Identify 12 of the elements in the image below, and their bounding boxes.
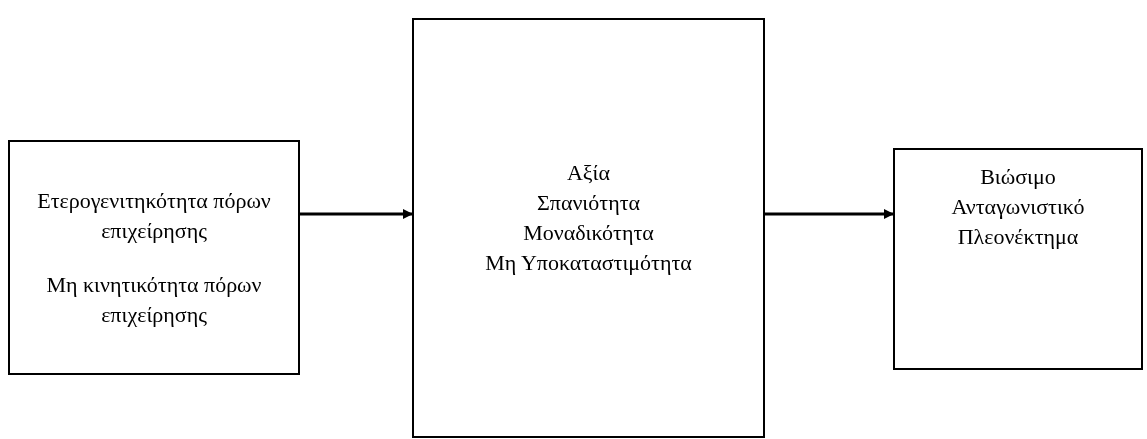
arrow: [300, 209, 413, 219]
box-text: Σπανιότητα: [537, 189, 640, 217]
process-box: [412, 18, 765, 438]
box-text: Μοναδικότητα: [523, 219, 654, 247]
box-text: Βιώσιμο Ανταγωνιστικό Πλεονέκτημα: [950, 163, 1086, 251]
box-text: Μη Υποκαταστιμότητα: [485, 249, 692, 277]
box-text: Ετερογενιτηκότητα πόρων επιχείρησης: [36, 186, 272, 245]
box-text: Μη κινητικότητα πόρων επιχείρησης: [45, 270, 263, 329]
process-box: [8, 140, 300, 375]
arrow: [765, 209, 894, 219]
process-box: [893, 148, 1143, 370]
box-text: Αξία: [566, 159, 611, 187]
